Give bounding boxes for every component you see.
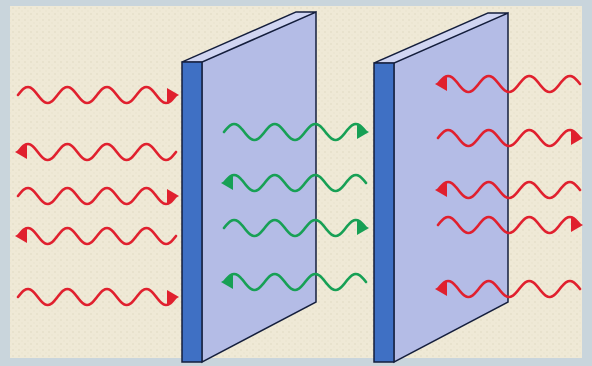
right-plate-face: [393, 11, 509, 364]
outer-right-wave-2-line: [436, 128, 582, 148]
outer-right-wave-1-arrowhead: [435, 77, 447, 91]
inner-wave-2-arrowhead: [221, 176, 233, 190]
inner-wave-3: [222, 218, 369, 238]
outer-right-wave-3-arrowhead: [435, 183, 447, 197]
inner-waves: [221, 122, 369, 292]
inner-wave-4: [221, 272, 368, 292]
outer-right-wave-3-line: [436, 180, 582, 200]
outer-right-wave-5-arrowhead: [435, 282, 447, 296]
right-plate: [373, 11, 509, 364]
outer-right-wave-4: [436, 215, 583, 235]
outer-right-wave-4-line: [436, 215, 582, 235]
outer-left-wave-2: [15, 142, 178, 162]
inner-wave-4-arrowhead: [221, 275, 233, 289]
outer-left-wave-1-arrowhead: [167, 88, 179, 102]
outer-right-wave-2: [436, 128, 583, 148]
inner-wave-3-arrowhead: [357, 221, 369, 235]
outer-right-wave-4-arrowhead: [571, 218, 583, 232]
outer-right-waves: [435, 74, 583, 299]
outer-left-wave-5-line: [16, 287, 178, 307]
outer-left-wave-5: [16, 287, 179, 307]
outer-right-wave-1-line: [436, 74, 582, 94]
outer-right-wave-5-line: [436, 279, 582, 299]
left-plate-face: [201, 10, 317, 364]
inner-wave-3-line: [222, 218, 368, 238]
left-plate-edge: [181, 61, 203, 363]
inner-wave-2-line: [222, 173, 368, 193]
inner-wave-1-arrowhead: [357, 125, 369, 139]
outer-left-wave-1: [16, 85, 179, 105]
outer-left-wave-2-arrowhead: [15, 145, 27, 159]
outer-right-wave-5: [435, 279, 582, 299]
outer-left-wave-2-line: [16, 142, 178, 162]
outer-right-wave-1: [435, 74, 582, 94]
outer-left-wave-3: [16, 186, 179, 206]
outer-left-wave-4: [15, 226, 178, 246]
inner-wave-1: [222, 122, 369, 142]
outer-left-wave-5-arrowhead: [167, 290, 179, 304]
outer-left-wave-3-line: [16, 186, 178, 206]
outer-left-wave-4-arrowhead: [15, 229, 27, 243]
right-plate-edge: [373, 62, 395, 363]
outer-right-wave-3: [435, 180, 582, 200]
inner-wave-2: [221, 173, 368, 193]
outer-left-wave-3-arrowhead: [167, 189, 179, 203]
inner-wave-1-line: [222, 122, 368, 142]
inner-wave-4-line: [222, 272, 368, 292]
outer-right-wave-2-arrowhead: [571, 131, 583, 145]
outer-left-wave-1-line: [16, 85, 178, 105]
outer-left-wave-4-line: [16, 226, 178, 246]
